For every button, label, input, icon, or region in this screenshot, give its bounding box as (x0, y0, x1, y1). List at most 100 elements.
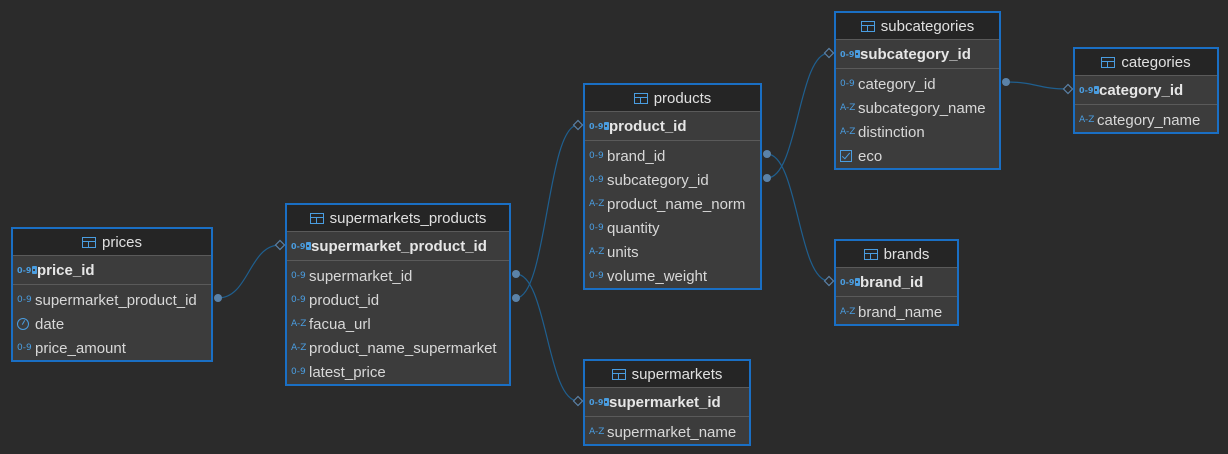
relationship-line[interactable] (217, 244, 281, 299)
primary-key-name: category_id (1099, 81, 1184, 99)
table-icon (1101, 56, 1116, 68)
numeric-type-icon: 0-9 (291, 271, 306, 281)
table-header[interactable]: supermarkets (585, 361, 749, 388)
column-name: eco (858, 147, 883, 165)
primary-key-icon: 0-9 (840, 278, 860, 287)
column-name: date (35, 315, 65, 333)
table-header[interactable]: categories (1075, 49, 1217, 76)
column-name: category_name (1097, 111, 1201, 129)
text-type-icon: A-Z (291, 343, 307, 353)
numeric-type-icon: 0-9 (17, 343, 32, 353)
relationship-source-dot (763, 150, 771, 158)
primary-key-name: supermarket_id (609, 393, 721, 411)
primary-key-name: supermarket_product_id (311, 237, 487, 255)
relationship-target-diamond (1062, 83, 1074, 95)
text-type-icon: A-Z (291, 319, 307, 329)
column-name: product_name_norm (607, 195, 746, 213)
table-header[interactable]: supermarkets_products (287, 205, 509, 232)
numeric-type-icon: 0-9 (291, 295, 306, 305)
primary-key-icon: 0-9 (840, 50, 860, 59)
relationship-line[interactable] (766, 52, 830, 179)
numeric-type-icon: 0-9 (589, 223, 604, 233)
relationship-line[interactable] (1005, 81, 1069, 90)
table-icon (309, 212, 324, 224)
primary-key-icon: 0-9 (589, 122, 609, 131)
column-name: quantity (607, 219, 660, 237)
column-name: units (607, 243, 639, 261)
table-header[interactable]: prices (13, 229, 211, 256)
table-name: brands (883, 245, 930, 263)
table-header[interactable]: brands (836, 241, 957, 268)
table-header[interactable]: subcategories (836, 13, 999, 40)
relationship-target-diamond (823, 275, 835, 287)
text-type-icon: A-Z (589, 247, 605, 257)
relationship-line[interactable] (515, 273, 579, 402)
column-name: latest_price (309, 363, 386, 381)
column-name: subcategory_name (858, 99, 986, 117)
table-name: supermarkets_products (329, 209, 487, 227)
relationship-line[interactable] (766, 153, 830, 282)
relationship-source-dot (214, 294, 222, 302)
column-name: brand_name (858, 303, 943, 321)
column-name: supermarket_product_id (35, 291, 197, 309)
clock-icon (17, 318, 29, 330)
column-row[interactable]: date (13, 312, 211, 336)
table-header[interactable]: products (585, 85, 760, 112)
column-name: brand_id (607, 147, 666, 165)
relationship-source-dot (763, 174, 771, 182)
column-name: facua_url (309, 315, 371, 333)
numeric-type-icon: 0-9 (840, 79, 855, 89)
numeric-type-icon: 0-9 (589, 271, 604, 281)
primary-key-icon: 0-9 (589, 398, 609, 407)
relationship-target-diamond (572, 395, 584, 407)
primary-key-name: product_id (609, 117, 687, 135)
relationship-line[interactable] (515, 124, 579, 299)
column-name: category_id (858, 75, 936, 93)
column-name: product_name_supermarket (309, 339, 497, 357)
relationship-target-diamond (823, 47, 835, 59)
column-row[interactable]: eco (836, 144, 999, 168)
relationship-target-diamond (572, 119, 584, 131)
column-name: subcategory_id (607, 171, 709, 189)
table-name: prices (101, 233, 142, 251)
column-name: supermarket_id (309, 267, 413, 285)
relationship-target-diamond (274, 239, 286, 251)
